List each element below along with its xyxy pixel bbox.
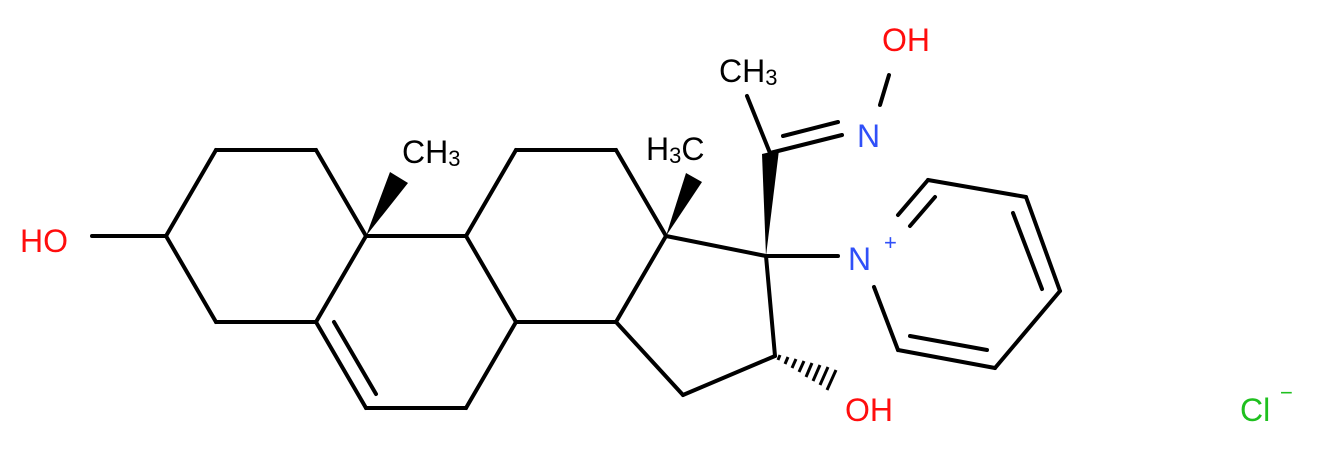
c20-n-double-bond-1 — [768, 133, 844, 155]
chloride-label: Cl — [1240, 392, 1270, 428]
ch3-c10-label: CH3 — [402, 134, 460, 171]
ring-b — [314, 234, 518, 410]
ring-a — [164, 148, 368, 324]
pyridinium-charge: + — [884, 230, 897, 255]
c20-c21-bond — [745, 94, 772, 155]
ring-d — [614, 234, 777, 397]
c16-oh-hash — [776, 354, 838, 391]
c20-n-double-bond-2 — [781, 120, 840, 138]
c13-methyl-wedge — [666, 173, 702, 236]
ho-c3-label: HO — [20, 223, 68, 259]
pyridinium-ring — [872, 178, 1062, 370]
c10-methyl-wedge — [366, 172, 408, 236]
oh-c16-label: OH — [845, 392, 893, 428]
c17-c20-wedge — [762, 150, 779, 256]
ch3-c21-label: CH3 — [719, 53, 777, 90]
oxime-n-label: N — [857, 118, 880, 154]
oxime-oh-label: OH — [882, 22, 930, 58]
chloride-charge: − — [1280, 380, 1293, 405]
pyridinium-n-label: N — [848, 241, 871, 277]
h3c-c13-label: H3C — [646, 131, 704, 168]
c5-c6-double-bond — [332, 320, 378, 396]
ring-c — [464, 148, 668, 324]
n-o-bond — [878, 73, 891, 107]
